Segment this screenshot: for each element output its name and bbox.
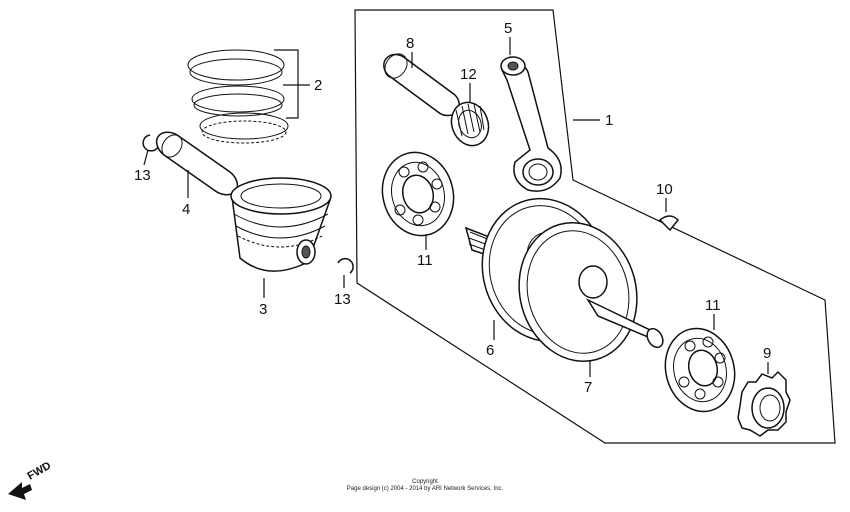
callout-10: 10: [656, 181, 673, 198]
timing-sprocket[interactable]: [737, 370, 791, 437]
callout-7: 7: [584, 379, 592, 396]
ball-bearing-left[interactable]: [373, 144, 462, 243]
piston-pin[interactable]: [155, 131, 239, 196]
connecting-rod[interactable]: [500, 56, 562, 192]
callout-3: 3: [259, 301, 267, 318]
callout-1: 1: [605, 112, 613, 129]
callout-4: 4: [182, 201, 190, 218]
copyright-notice: Page design (c) 2004 - 2014 by ARI Netwo…: [346, 486, 504, 492]
crank-pin[interactable]: [380, 50, 460, 117]
piston-pin-clip-left[interactable]: [142, 134, 159, 152]
piston-pin-clip-right[interactable]: [337, 257, 354, 274]
callout-2: 2: [314, 77, 322, 94]
ball-bearing-right[interactable]: [656, 321, 743, 420]
callout-5: 5: [504, 20, 512, 37]
woodruff-key[interactable]: [658, 215, 680, 232]
needle-bearing[interactable]: [446, 97, 495, 151]
piston[interactable]: [230, 177, 332, 272]
assembly-frame: [354, 9, 836, 444]
callout-13-right: 13: [334, 291, 351, 308]
callout-13-left: 13: [134, 167, 151, 184]
callout-11-left: 11: [417, 252, 433, 269]
fwd-arrow-icon: [8, 482, 32, 500]
crankshaft[interactable]: [464, 184, 666, 374]
callout-6: 6: [486, 342, 494, 359]
piston-rings[interactable]: [187, 49, 289, 144]
callout-12: 12: [460, 66, 477, 83]
callout-8: 8: [406, 35, 414, 52]
copyright-title: Copyright: [412, 479, 438, 485]
callout-11-right: 11: [705, 297, 721, 314]
callout-9: 9: [763, 345, 771, 362]
